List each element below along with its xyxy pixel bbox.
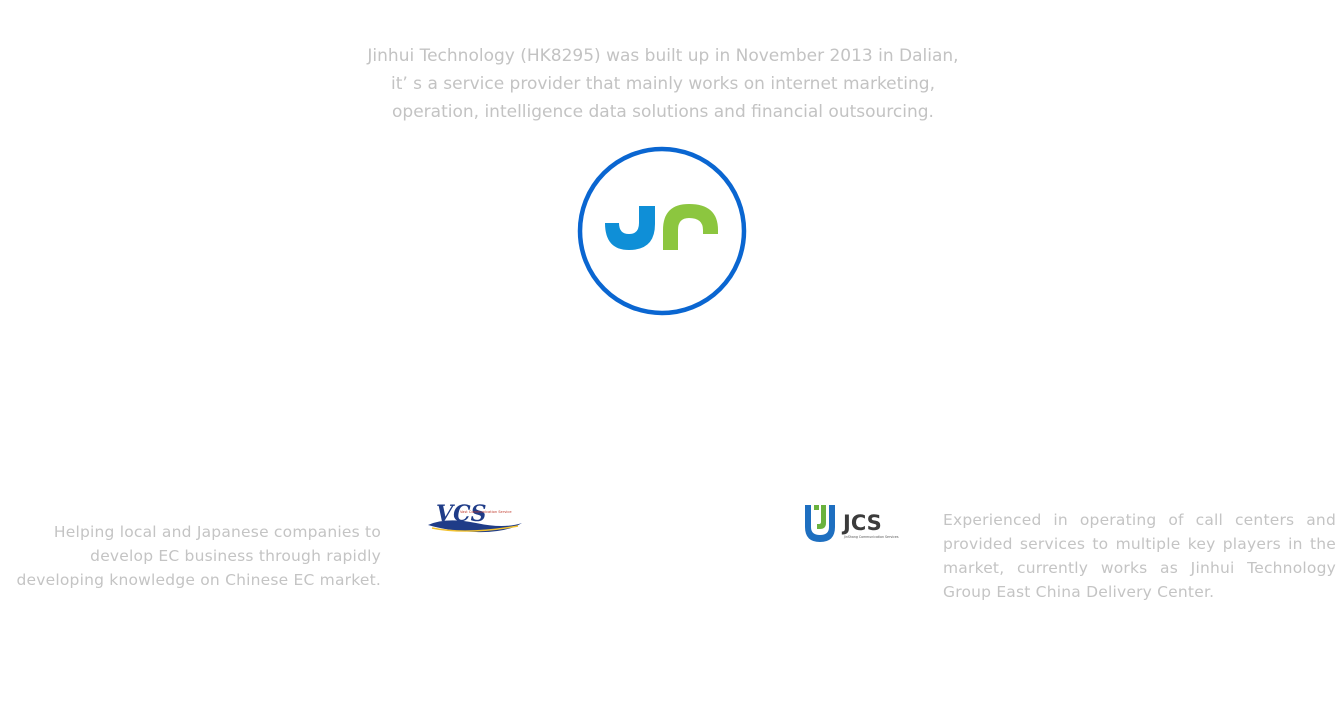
jcs-logo-subtitle: JinShang Communication Services <box>843 535 899 539</box>
vcs-logo-text: VCS <box>436 501 486 527</box>
intro-line-1: Jinhui Technology (HK8295) was built up … <box>367 46 959 66</box>
jcs-description-line-2: provided services to multiple key player… <box>943 535 1336 553</box>
jcs-description-line-1: Experienced in operating of call centers… <box>943 511 1336 529</box>
intro-text: Jinhui Technology (HK8295) was built up … <box>300 42 1026 126</box>
vcs-description: Helping local and Japanese companies to … <box>0 520 381 592</box>
vcs-logo: VCS Vast Communication Service <box>426 499 524 539</box>
vcs-description-line-3: developing knowledge on Chinese EC marke… <box>16 571 381 589</box>
jcs-description-line-4: Group East China Delivery Center. <box>943 583 1215 601</box>
vcs-logo-tagline: Vast Communication Service <box>460 510 512 514</box>
vcs-description-line-2: develop EC business through rapidly <box>90 547 381 565</box>
jcs-description-line-3: market, currently works as Jinhui Techno… <box>943 559 1336 577</box>
intro-line-3: operation, intelligence data solutions a… <box>392 102 934 122</box>
intro-line-2: it’ s a service provider that mainly wor… <box>390 74 936 94</box>
jcs-logo: JCS JinShang Communication Services <box>803 503 903 545</box>
jr-logo-icon <box>577 146 747 316</box>
jcs-logo-text: JCS <box>841 511 882 535</box>
vcs-description-line-1: Helping local and Japanese companies to <box>53 523 381 541</box>
jcs-description: Experienced in operating of call centers… <box>943 508 1336 604</box>
